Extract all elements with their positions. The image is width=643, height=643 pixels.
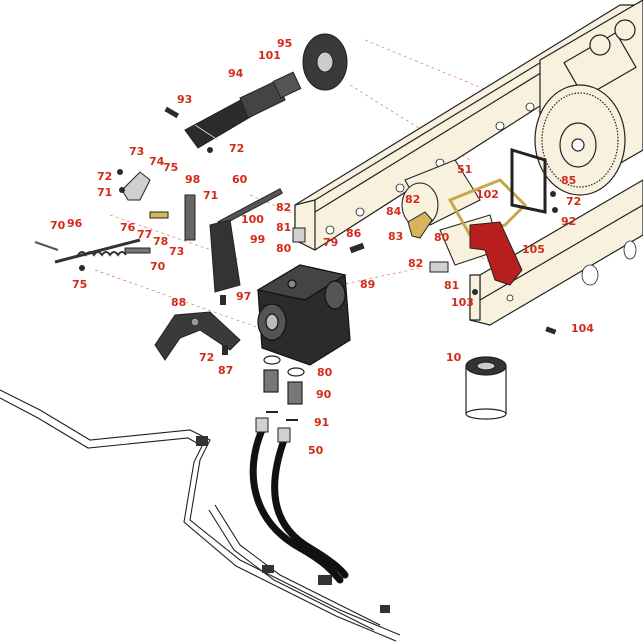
callout-72[interactable]: 72 [229,142,245,155]
callout-50[interactable]: 50 [308,444,324,457]
callout-51[interactable]: 51 [457,163,473,176]
callout-73-lower[interactable]: 73 [169,245,185,258]
callout-101[interactable]: 101 [258,49,281,62]
callout-81[interactable]: 81 [276,221,292,234]
callout-96[interactable]: 96 [67,217,83,230]
callout-80-right[interactable]: 80 [434,231,450,244]
callout-79[interactable]: 79 [323,236,339,249]
callout-104[interactable]: 104 [571,322,594,335]
tube-clamps [196,436,390,613]
callout-92[interactable]: 92 [561,215,577,228]
brass-fittings [292,178,528,273]
callout-87[interactable]: 87 [218,364,234,377]
callout-80-pump[interactable]: 80 [317,366,333,379]
callout-82-lower[interactable]: 82 [408,257,424,270]
oil-filter [465,356,507,420]
callout-86[interactable]: 86 [346,227,362,240]
callout-74[interactable]: 74 [149,155,165,168]
callout-76[interactable]: 76 [120,221,136,234]
callout-90[interactable]: 90 [316,388,332,401]
callout-81-lower[interactable]: 81 [444,279,460,292]
pump-bracket [154,311,241,361]
callout-88[interactable]: 88 [171,296,187,309]
hose-fittings [255,417,291,443]
tube-lines [0,389,401,642]
callout-82-right[interactable]: 82 [405,193,421,206]
callout-100[interactable]: 100 [241,213,264,226]
callout-89[interactable]: 89 [360,278,376,291]
callout-103[interactable]: 103 [451,296,474,309]
callout-73[interactable]: 73 [129,145,145,158]
callout-94[interactable]: 94 [228,67,244,80]
bolt-93 [164,106,180,119]
callout-72-right[interactable]: 72 [566,195,582,208]
callout-82[interactable]: 82 [276,201,292,214]
callout-93[interactable]: 93 [177,93,193,106]
callout-60[interactable]: 60 [232,173,248,186]
bracket-85 [510,147,547,214]
callout-71-right[interactable]: 71 [203,189,219,202]
hydraulic-pump [256,264,351,366]
callout-83[interactable]: 83 [388,230,404,243]
small-bolts [79,147,558,355]
pump-fittings [263,355,305,421]
callout-75[interactable]: 75 [163,161,179,174]
callout-95[interactable]: 95 [277,37,293,50]
callout-105[interactable]: 105 [522,243,545,256]
callout-84[interactable]: 84 [386,205,402,218]
callout-75-lower[interactable]: 75 [72,278,88,291]
callout-71[interactable]: 71 [97,186,113,199]
callout-72-left[interactable]: 72 [97,170,113,183]
callout-98[interactable]: 98 [185,173,201,186]
callout-99[interactable]: 99 [250,233,266,246]
hydraulic-hoses [249,426,349,584]
callout-80[interactable]: 80 [276,242,292,255]
callout-10[interactable]: 10 [446,351,462,364]
spring-handle [34,238,141,264]
callout-72-bottom[interactable]: 72 [199,351,215,364]
callout-102[interactable]: 102 [476,188,499,201]
callout-85[interactable]: 85 [561,174,577,187]
callout-97[interactable]: 97 [236,290,252,303]
callout-70-lower[interactable]: 70 [150,260,166,273]
callout-70[interactable]: 70 [50,219,66,232]
red-bracket [469,221,523,286]
flywheel [534,84,626,196]
callout-77[interactable]: 77 [137,228,153,241]
callout-78[interactable]: 78 [153,235,169,248]
pto-linkage [121,171,283,293]
frame-holes [325,102,637,302]
driveshaft [184,33,348,149]
callout-91[interactable]: 91 [314,416,330,429]
